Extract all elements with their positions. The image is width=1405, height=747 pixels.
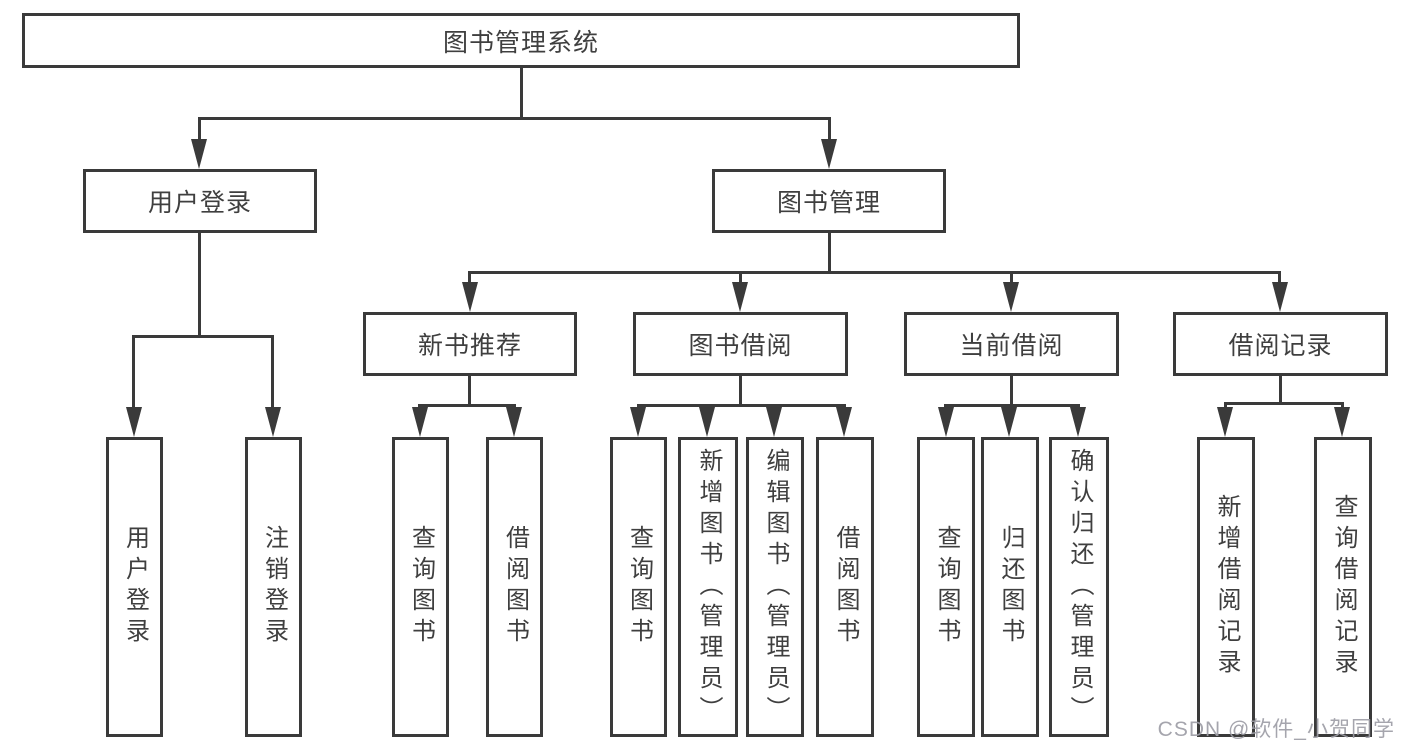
leaf-query-borrow-record: 查询借阅记录 bbox=[1314, 437, 1372, 737]
node-label: 图书借阅 bbox=[688, 332, 793, 360]
arrowhead-down-icon bbox=[1272, 282, 1288, 312]
connector-line bbox=[1010, 271, 1013, 285]
connector-line bbox=[739, 376, 742, 406]
leaf-borrow-book: 借阅图书 bbox=[816, 437, 874, 737]
node-root: 图书管理系统 bbox=[22, 13, 1020, 68]
leaf-label: 借阅图书 bbox=[501, 525, 529, 649]
arrowhead-down-icon bbox=[462, 282, 478, 312]
leaf-label: 编辑图书（管理员） bbox=[762, 447, 789, 727]
node-label: 新书推荐 bbox=[417, 332, 522, 360]
arrowhead-down-icon bbox=[1070, 407, 1086, 437]
connector-line bbox=[198, 233, 201, 337]
leaf-borrow-book-recommend: 借阅图书 bbox=[486, 437, 543, 737]
node-book-borrow: 图书借阅 bbox=[633, 312, 848, 376]
watermark: CSDN @软件_小贺同学 bbox=[1157, 718, 1395, 741]
node-borrow-records: 借阅记录 bbox=[1173, 312, 1388, 376]
arrowhead-down-icon bbox=[821, 139, 837, 169]
leaf-confirm-return-admin: 确认归还（管理员） bbox=[1049, 437, 1109, 737]
node-label: 图书管理 bbox=[776, 189, 881, 217]
arrowhead-down-icon bbox=[191, 139, 207, 169]
connector-line bbox=[132, 335, 135, 410]
connector-line bbox=[944, 404, 1080, 407]
leaf-logout-login: 注销登录 bbox=[245, 437, 302, 737]
connector-line bbox=[468, 271, 1281, 274]
leaf-label: 新增图书（管理员） bbox=[695, 447, 722, 727]
arrowhead-down-icon bbox=[732, 282, 748, 312]
connector-line bbox=[418, 404, 516, 407]
leaf-label: 新增借阅记录 bbox=[1213, 494, 1240, 680]
leaf-add-borrow-record: 新增借阅记录 bbox=[1197, 437, 1255, 737]
leaf-edit-book-admin: 编辑图书（管理员） bbox=[746, 437, 804, 737]
connector-line bbox=[520, 68, 523, 118]
arrowhead-down-icon bbox=[1334, 407, 1350, 437]
connector-line bbox=[1279, 376, 1282, 404]
node-current-borrow: 当前借阅 bbox=[904, 312, 1119, 376]
leaf-add-book-admin: 新增图书（管理员） bbox=[678, 437, 738, 737]
connector-line bbox=[739, 271, 742, 285]
connector-line bbox=[132, 335, 274, 338]
leaf-query-book-current: 查询图书 bbox=[917, 437, 975, 737]
connector-line bbox=[637, 404, 846, 407]
connector-line bbox=[198, 117, 831, 120]
node-label: 当前借阅 bbox=[959, 332, 1064, 360]
connector-line bbox=[828, 117, 831, 144]
connector-line bbox=[828, 233, 831, 274]
arrowhead-down-icon bbox=[1003, 282, 1019, 312]
connector-line bbox=[468, 376, 471, 406]
node-root-label: 图书管理系统 bbox=[442, 28, 599, 57]
arrowhead-down-icon bbox=[630, 407, 646, 437]
node-label: 用户登录 bbox=[147, 189, 252, 217]
arrowhead-down-icon bbox=[265, 407, 281, 437]
arrowhead-down-icon bbox=[1217, 407, 1233, 437]
connector-line bbox=[198, 117, 201, 144]
leaf-query-book-recommend: 查询图书 bbox=[392, 437, 449, 737]
connector-line bbox=[468, 271, 471, 285]
arrowhead-down-icon bbox=[412, 407, 428, 437]
connector-line bbox=[1010, 376, 1013, 406]
node-label: 借阅记录 bbox=[1228, 332, 1333, 360]
leaf-return-book: 归还图书 bbox=[981, 437, 1039, 737]
node-user-login: 用户登录 bbox=[83, 169, 317, 233]
leaf-label: 确认归还（管理员） bbox=[1066, 447, 1093, 727]
arrowhead-down-icon bbox=[1001, 407, 1017, 437]
connector-line bbox=[271, 335, 274, 410]
arrowhead-down-icon bbox=[938, 407, 954, 437]
connector-line bbox=[1224, 402, 1344, 405]
leaf-label: 用户登录 bbox=[121, 525, 149, 649]
leaf-label: 查询图书 bbox=[407, 525, 435, 649]
arrowhead-down-icon bbox=[766, 407, 782, 437]
arrowhead-down-icon bbox=[699, 407, 715, 437]
leaf-query-book-borrow: 查询图书 bbox=[610, 437, 667, 737]
leaf-label: 注销登录 bbox=[260, 525, 288, 649]
connector-line bbox=[1278, 271, 1281, 285]
node-new-book-recommend: 新书推荐 bbox=[363, 312, 577, 376]
arrowhead-down-icon bbox=[836, 407, 852, 437]
leaf-user-login: 用户登录 bbox=[106, 437, 163, 737]
leaf-label: 查询借阅记录 bbox=[1330, 494, 1357, 680]
arrowhead-down-icon bbox=[506, 407, 522, 437]
leaf-label: 归还图书 bbox=[997, 525, 1024, 649]
leaf-label: 借阅图书 bbox=[832, 525, 859, 649]
leaf-label: 查询图书 bbox=[625, 525, 653, 649]
node-book-management: 图书管理 bbox=[712, 169, 946, 233]
arrowhead-down-icon bbox=[126, 407, 142, 437]
leaf-label: 查询图书 bbox=[933, 525, 960, 649]
